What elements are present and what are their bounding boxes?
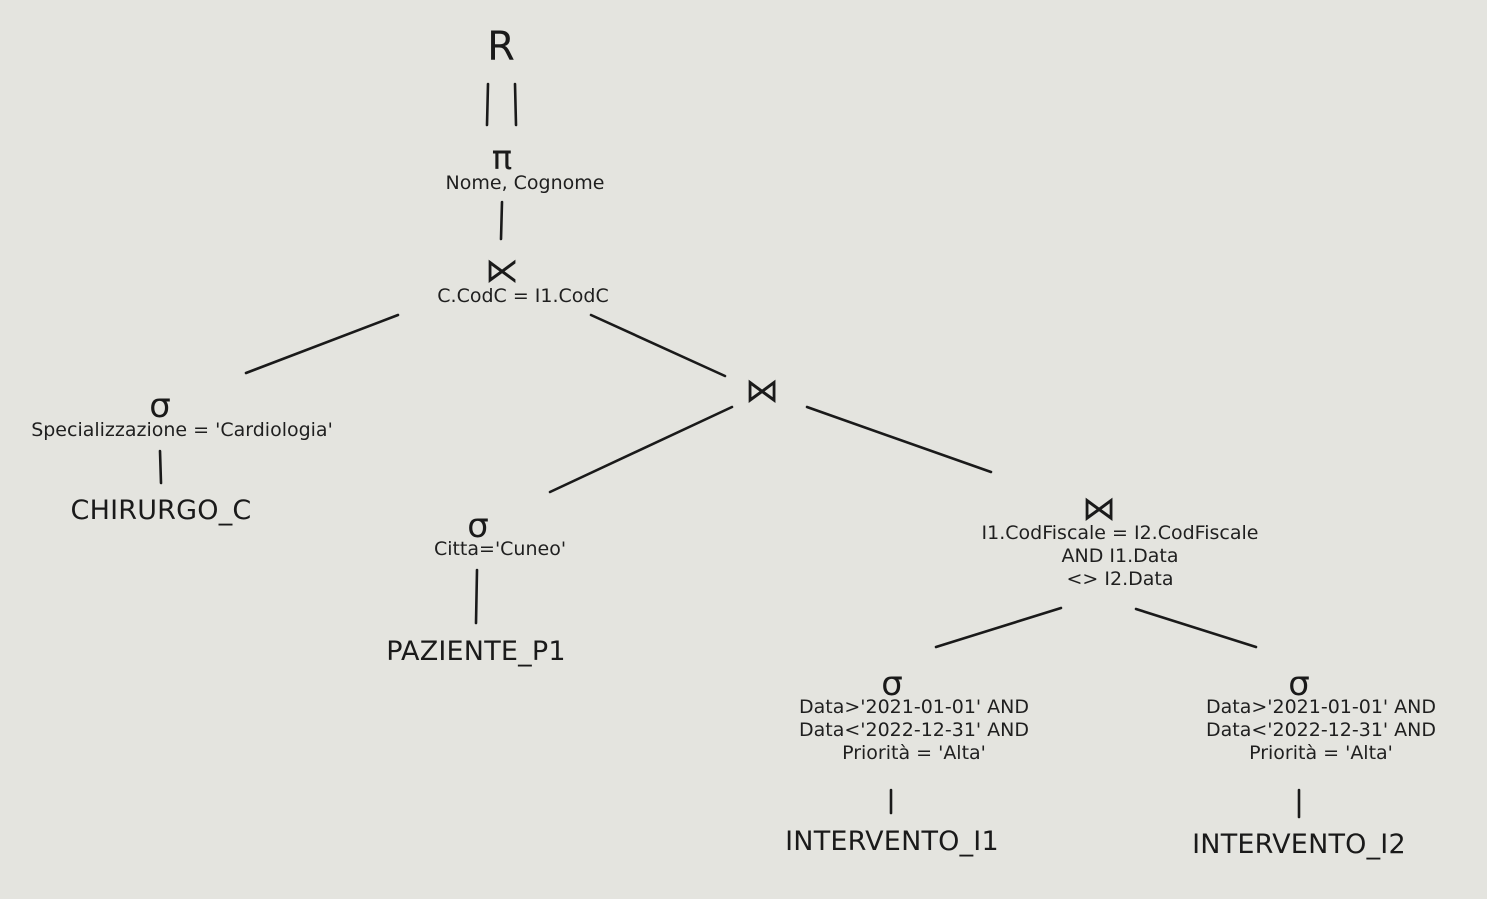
edge-projection-semijoin bbox=[499, 200, 504, 241]
edge-semijoin-select-chirurgo bbox=[244, 313, 400, 375]
relation-intervento-i2: INTERVENTO_I2 bbox=[1192, 829, 1406, 860]
semijoin-condition: C.CodC = I1.CodC bbox=[437, 285, 609, 307]
relation-intervento-i1: INTERVENTO_I1 bbox=[785, 826, 999, 857]
edge-result-right bbox=[513, 82, 518, 127]
join-interventi-condition-line-3: <> I2.Data bbox=[1066, 568, 1174, 591]
select-paziente-symbol: σ bbox=[467, 506, 489, 546]
edge-join-main-select-paziente bbox=[548, 405, 734, 494]
edge-semijoin-join-main bbox=[589, 313, 727, 378]
join-main-symbol: ⋈ bbox=[745, 371, 779, 411]
edge-result-left bbox=[485, 82, 490, 127]
projection-symbol: π bbox=[491, 138, 513, 178]
relation-chirurgo: CHIRURGO_C bbox=[70, 495, 252, 526]
select-i1-symbol: σ bbox=[881, 664, 903, 704]
select-paziente-condition: Citta='Cuneo' bbox=[433, 538, 567, 560]
select-i2-condition: Data>'2021-01-01' AND Data<'2022-12-31' … bbox=[1206, 696, 1436, 766]
edge-join-main-join-interventi bbox=[805, 405, 993, 474]
join-interventi-condition-line-1: I1.CodFiscale = I2.CodFiscale bbox=[981, 522, 1259, 544]
join-interventi-symbol: ⋈ bbox=[1082, 489, 1116, 529]
edge-join-interventi-select-i1 bbox=[934, 606, 1063, 649]
select-i1-condition-line-3: Priorità = 'Alta' bbox=[842, 742, 986, 765]
projection-node: π bbox=[492, 141, 512, 175]
relation-paziente: PAZIENTE_P1 bbox=[386, 636, 566, 667]
edge-select-paziente-rel bbox=[474, 568, 479, 625]
projection-condition: Nome, Cognome bbox=[445, 172, 605, 194]
select-i2-condition-line-1: Data>'2021-01-01' AND bbox=[1205, 696, 1437, 718]
select-i1-condition-line-1: Data>'2021-01-01' AND bbox=[798, 696, 1030, 718]
select-i1-condition-line-2: Data<'2022-12-31' AND bbox=[798, 719, 1030, 742]
select-i2-condition-line-2: Data<'2022-12-31' AND bbox=[1205, 719, 1437, 742]
result-symbol: R bbox=[487, 24, 515, 70]
select-chirurgo-condition: Specializzazione = 'Cardiologia' bbox=[31, 419, 333, 441]
edge-select-chirurgo-rel bbox=[158, 449, 163, 485]
edge-join-interventi-select-i2 bbox=[1134, 607, 1258, 649]
select-chirurgo-symbol: σ bbox=[149, 386, 171, 426]
result-node: R bbox=[487, 27, 515, 67]
select-i1-condition: Data>'2021-01-01' AND Data<'2022-12-31' … bbox=[799, 696, 1029, 766]
join-interventi-condition: I1.CodFiscale = I2.CodFiscale AND I1.Dat… bbox=[982, 522, 1259, 592]
select-i2-symbol: σ bbox=[1288, 664, 1310, 704]
semijoin-symbol: ⋉ bbox=[485, 251, 519, 291]
select-i2-condition-line-3: Priorità = 'Alta' bbox=[1249, 742, 1393, 765]
join-interventi-condition-line-2: AND I1.Data bbox=[1061, 545, 1179, 568]
